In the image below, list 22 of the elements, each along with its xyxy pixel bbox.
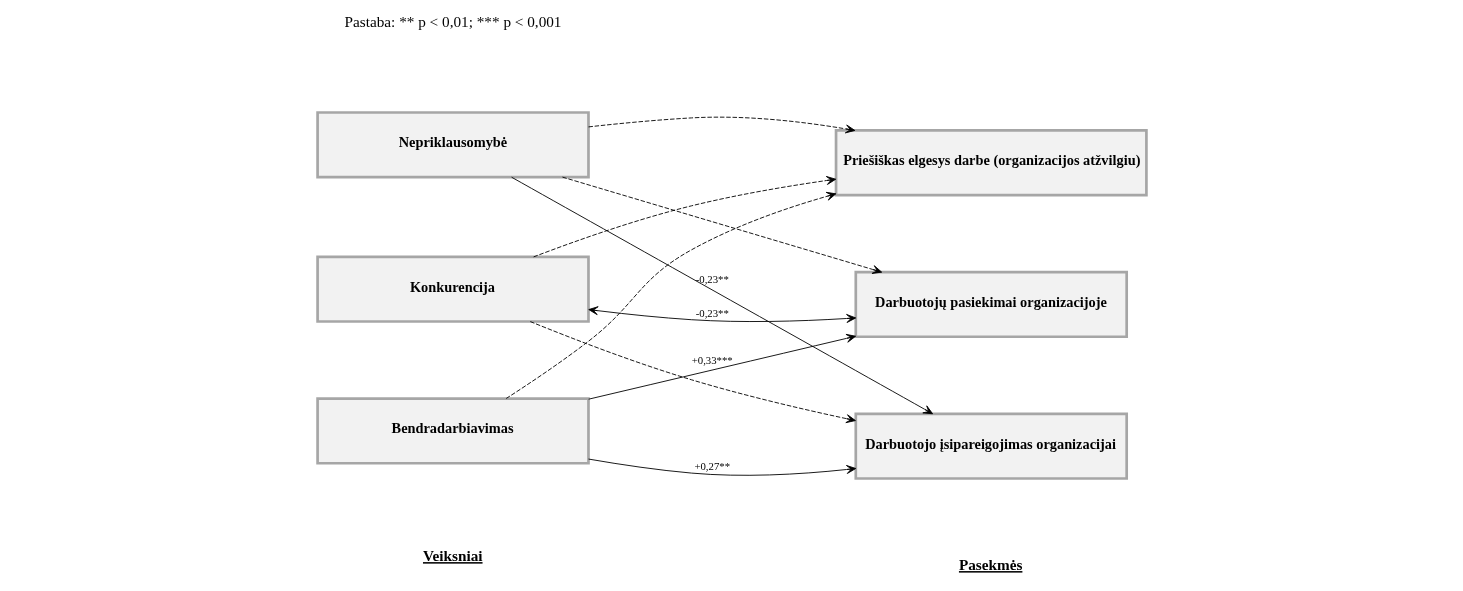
arrow: [561, 176, 882, 274]
arrow: [587, 333, 856, 400]
edge-label: -0,23**: [695, 306, 729, 319]
arrow: [587, 116, 855, 134]
label: Pasekmės: [958, 556, 1022, 574]
arrow: [529, 321, 856, 424]
label: Pastaba: ** p < 0,01; *** p < 0,001: [344, 13, 561, 31]
node-box: Nepriklausomybė: [315, 111, 590, 179]
arrow: [505, 191, 836, 399]
edge-label: +0,27**: [693, 460, 730, 473]
node-box: Priešiškas elgesys darbe (organizacijos atžvilgiu): [834, 129, 1148, 197]
node-box: Darbuotojų pasiekimai organizacijoje: [853, 270, 1128, 339]
node-box: Darbuotojo įsipareigojimas organizacijai: [853, 412, 1128, 480]
arrow: [587, 458, 856, 476]
node-box: Bendradarbiavimas: [315, 397, 590, 465]
arrow: [532, 176, 836, 258]
arrow: [510, 176, 933, 415]
arrow: [587, 306, 856, 323]
node-box: Konkurencija: [315, 255, 590, 323]
edge-label: +0,33***: [691, 354, 733, 367]
label: Veiksniai: [422, 547, 483, 565]
edge-label: -0,23**: [695, 272, 729, 285]
